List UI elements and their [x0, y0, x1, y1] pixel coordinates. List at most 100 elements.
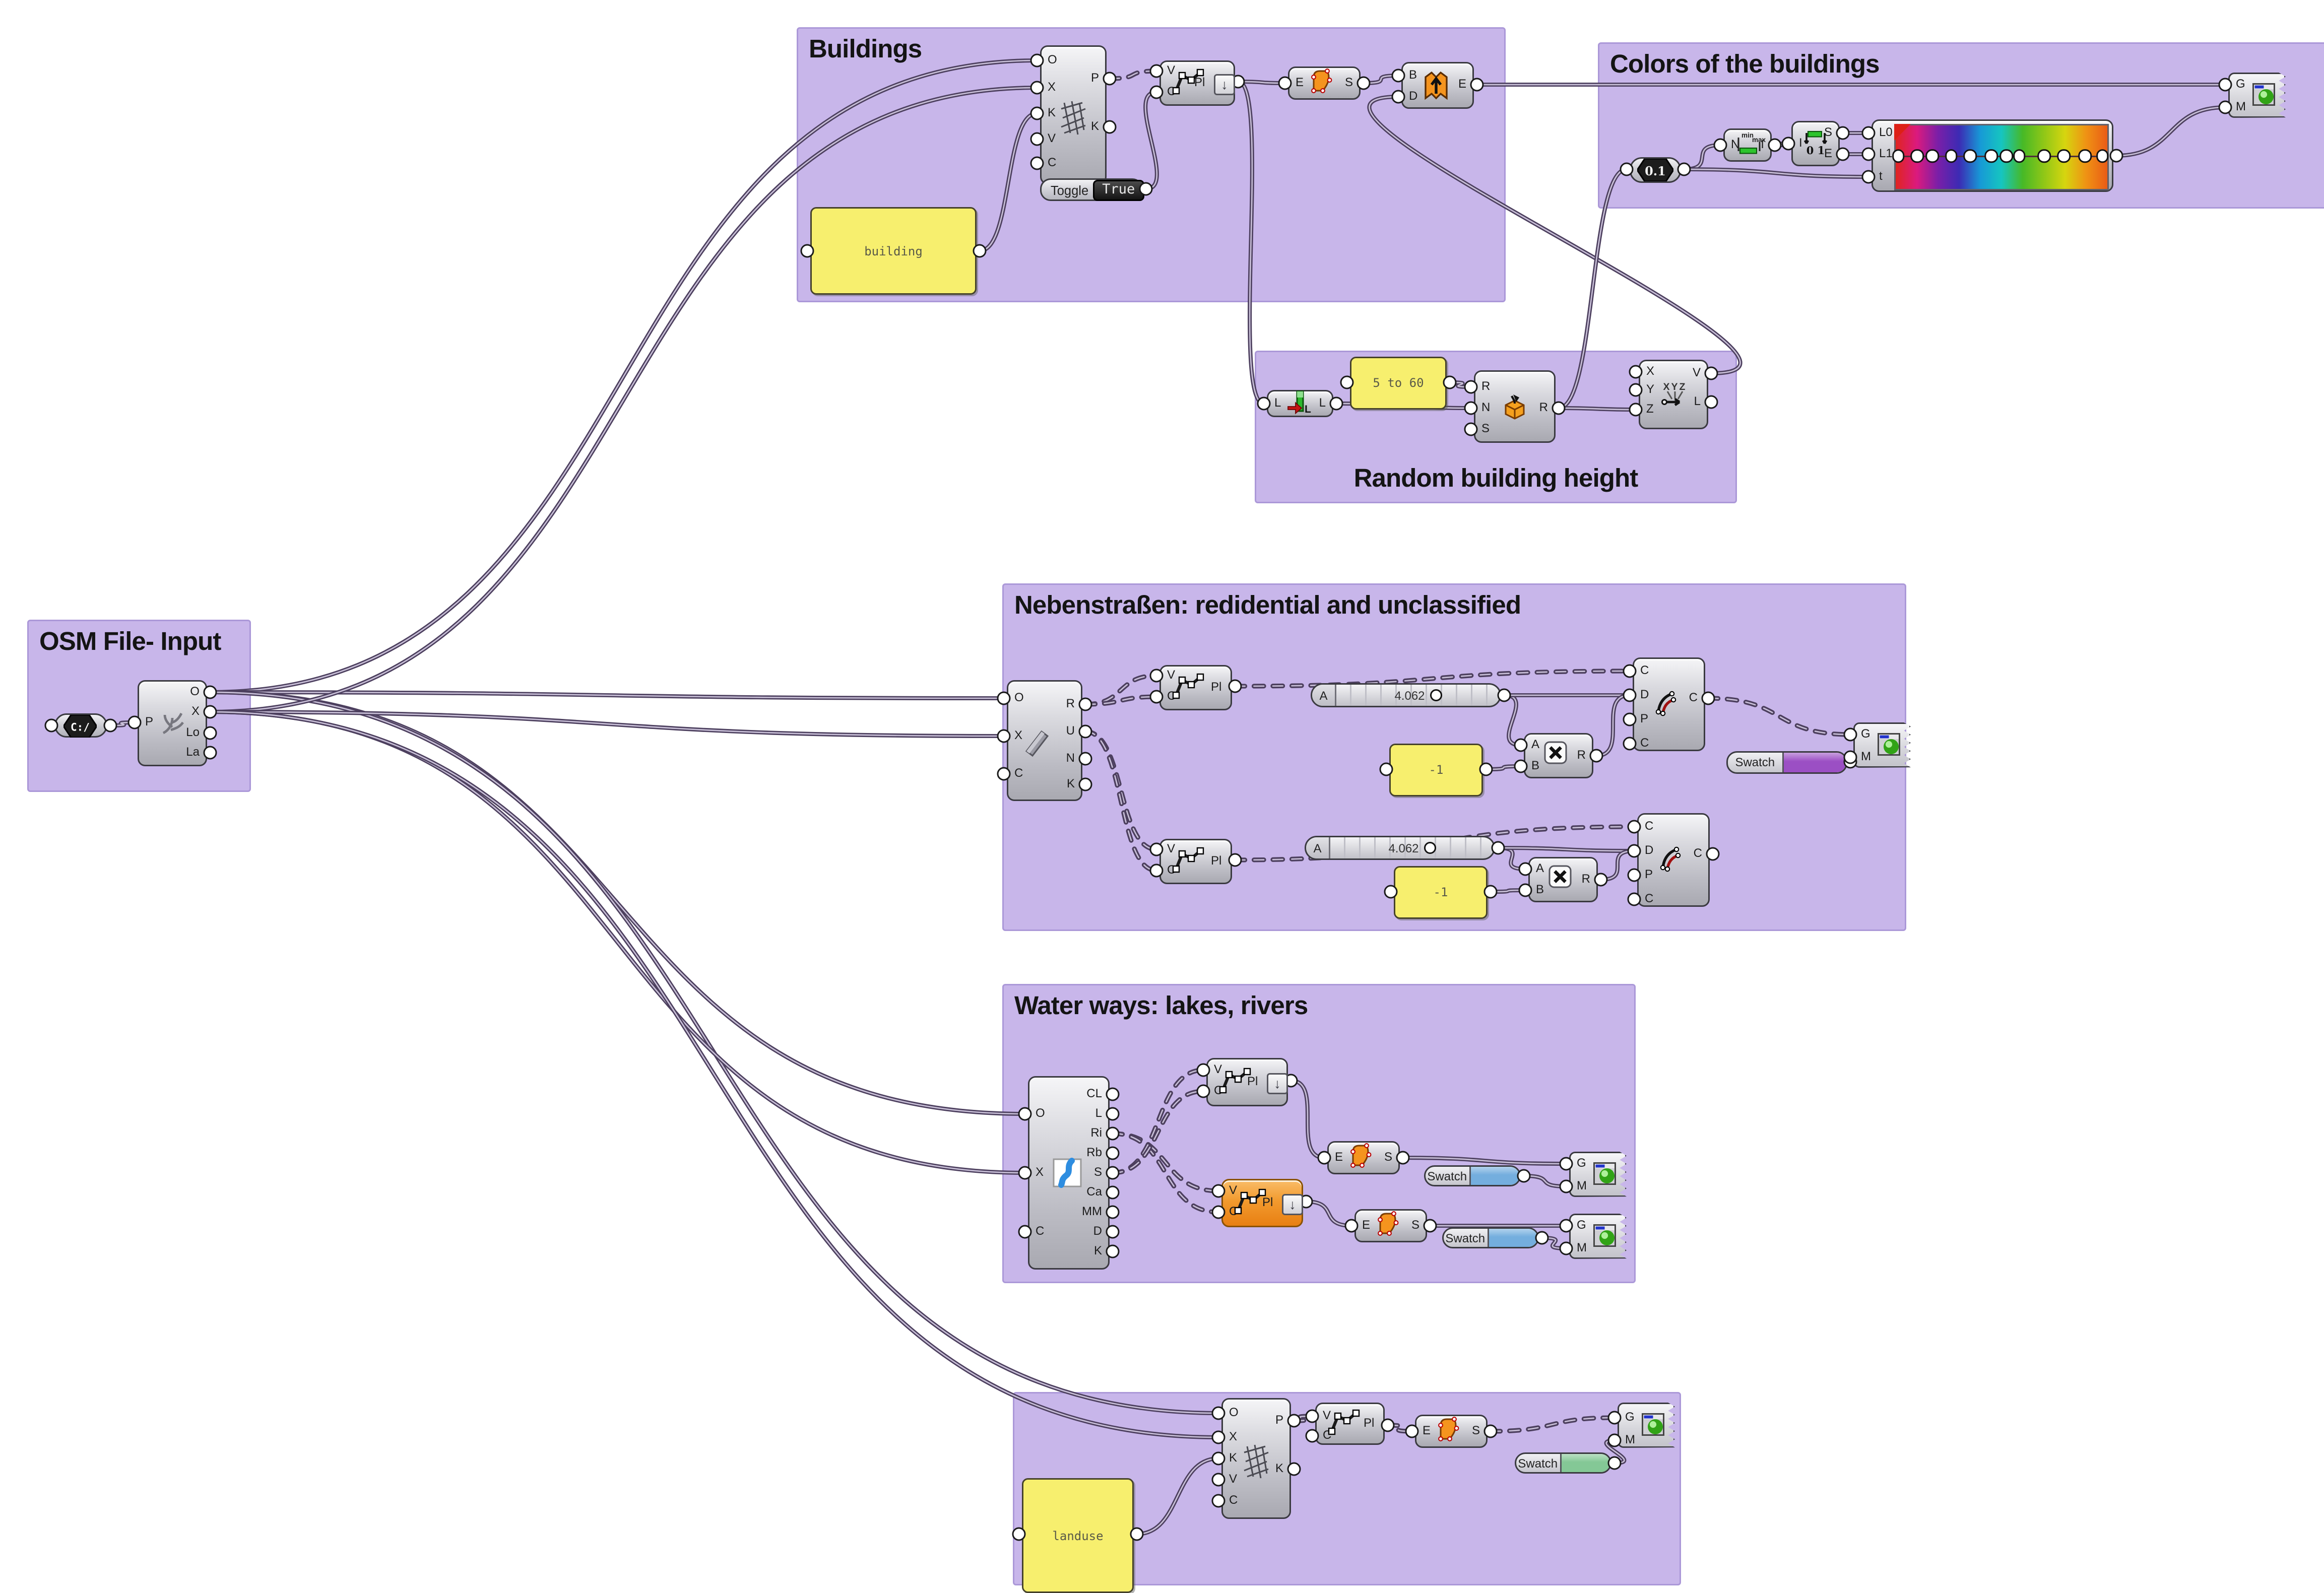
port-nub[interactable] — [2109, 149, 2123, 163]
gradient-grip[interactable] — [2038, 149, 2051, 162]
port-nub[interactable] — [1627, 820, 1641, 834]
port-nub[interactable] — [973, 244, 987, 258]
gradient-grip[interactable] — [1999, 149, 2013, 162]
port-nub[interactable] — [1629, 403, 1643, 417]
port-nub[interactable] — [103, 718, 117, 733]
port-nub[interactable] — [1228, 679, 1242, 693]
port-nub[interactable] — [1607, 1433, 1622, 1447]
panel-minus1-a[interactable]: -1 — [1389, 744, 1483, 796]
port-nub[interactable] — [1384, 885, 1398, 899]
port-nub[interactable] — [1701, 691, 1715, 705]
port-nub[interactable] — [1106, 1244, 1120, 1258]
port-nub[interactable] — [1861, 170, 1876, 184]
port-nub[interactable] — [1106, 1126, 1120, 1141]
port-nub[interactable] — [1518, 862, 1532, 876]
port-nub[interactable] — [1423, 1219, 1437, 1233]
port-nub[interactable] — [1836, 147, 1850, 161]
port-nub[interactable] — [1106, 1166, 1120, 1180]
port-nub[interactable] — [1211, 1494, 1225, 1508]
port-nub[interactable] — [1103, 120, 1117, 134]
gradient-grip[interactable] — [1964, 149, 1977, 162]
port-nub[interactable] — [203, 726, 217, 740]
port-nub[interactable] — [1589, 749, 1603, 763]
slider-knob[interactable] — [1429, 689, 1442, 701]
port-nub[interactable] — [1103, 72, 1117, 86]
port-nub[interactable] — [1861, 126, 1876, 140]
port-nub[interactable] — [1391, 69, 1405, 83]
port-nub[interactable] — [1623, 664, 1637, 678]
port-nub[interactable] — [1559, 1157, 1573, 1171]
osm-3d-landuse[interactable] — [1221, 1398, 1291, 1519]
swatch-green[interactable]: Swatch — [1515, 1452, 1611, 1474]
preview-landuse[interactable] — [1618, 1403, 1675, 1448]
gradient-grip[interactable] — [2057, 149, 2070, 162]
port-nub[interactable] — [1623, 712, 1637, 726]
gradient-grip[interactable] — [1911, 149, 1924, 162]
offset-1[interactable] — [1633, 657, 1705, 751]
gradient-grip[interactable] — [2013, 149, 2026, 162]
port-nub[interactable] — [1677, 162, 1691, 176]
deconstruct-domain[interactable] — [1791, 121, 1840, 166]
port-nub[interactable] — [1396, 1151, 1410, 1165]
graft-button[interactable]: ↓ — [1267, 1073, 1288, 1094]
port-nub[interactable] — [1843, 750, 1857, 764]
port-nub[interactable] — [1018, 1107, 1032, 1121]
port-nub[interactable] — [1517, 1169, 1531, 1183]
port-nub[interactable] — [1149, 690, 1164, 704]
port-nub[interactable] — [1030, 53, 1044, 68]
port-nub[interactable] — [1211, 1473, 1225, 1487]
port-nub[interactable] — [1078, 752, 1092, 766]
preview-streets[interactable] — [1853, 722, 1911, 768]
port-nub[interactable] — [1627, 844, 1641, 858]
port-nub[interactable] — [2218, 78, 2232, 92]
port-nub[interactable] — [1497, 688, 1511, 702]
port-nub[interactable] — [1706, 847, 1720, 861]
port-nub[interactable] — [1479, 762, 1493, 776]
port-nub[interactable] — [44, 718, 58, 733]
preview-water-1[interactable] — [1569, 1152, 1627, 1197]
port-nub[interactable] — [1106, 1205, 1120, 1219]
port-nub[interactable] — [1278, 76, 1292, 90]
port-nub[interactable] — [997, 691, 1011, 705]
port-nub[interactable] — [1861, 147, 1876, 161]
port-nub[interactable] — [2218, 100, 2232, 114]
port-nub[interactable] — [1340, 375, 1354, 389]
port-nub[interactable] — [1623, 688, 1637, 702]
port-nub[interactable] — [1130, 1527, 1144, 1541]
port-nub[interactable] — [1149, 85, 1164, 99]
port-nub[interactable] — [1781, 137, 1795, 151]
port-nub[interactable] — [1078, 697, 1092, 711]
port-nub[interactable] — [1357, 76, 1371, 90]
port-nub[interactable] — [1078, 777, 1092, 791]
port-nub[interactable] — [1257, 396, 1271, 411]
port-nub[interactable] — [1228, 853, 1242, 867]
port-nub[interactable] — [1620, 162, 1634, 176]
port-nub[interactable] — [1106, 1225, 1120, 1239]
port-nub[interactable] — [1594, 873, 1608, 887]
port-nub[interactable] — [1287, 1462, 1301, 1476]
port-nub[interactable] — [1211, 1184, 1225, 1198]
panel-minus1-b[interactable]: -1 — [1394, 866, 1488, 919]
port-nub[interactable] — [1518, 883, 1532, 897]
port-nub[interactable] — [1139, 182, 1153, 196]
slider-rail[interactable]: 4.062 — [1330, 837, 1494, 858]
port-nub[interactable] — [1305, 1409, 1319, 1423]
graft-button[interactable]: ↓ — [1214, 74, 1235, 95]
port-nub[interactable] — [203, 685, 217, 699]
port-nub[interactable] — [1559, 1219, 1573, 1233]
port-nub[interactable] — [1768, 138, 1782, 152]
gradient-grip[interactable] — [1985, 149, 1998, 162]
port-nub[interactable] — [1464, 422, 1478, 436]
port-nub[interactable] — [1012, 1527, 1026, 1541]
swatch-color[interactable] — [1488, 1229, 1537, 1247]
port-nub[interactable] — [1211, 1430, 1225, 1444]
graft-button[interactable]: ↓ — [1282, 1194, 1303, 1215]
port-nub[interactable] — [1030, 156, 1044, 170]
port-nub[interactable] — [1443, 375, 1457, 389]
port-nub[interactable] — [1211, 1406, 1225, 1420]
port-nub[interactable] — [203, 746, 217, 760]
port-nub[interactable] — [1196, 1063, 1210, 1077]
gradient-grip[interactable] — [1925, 149, 1939, 162]
